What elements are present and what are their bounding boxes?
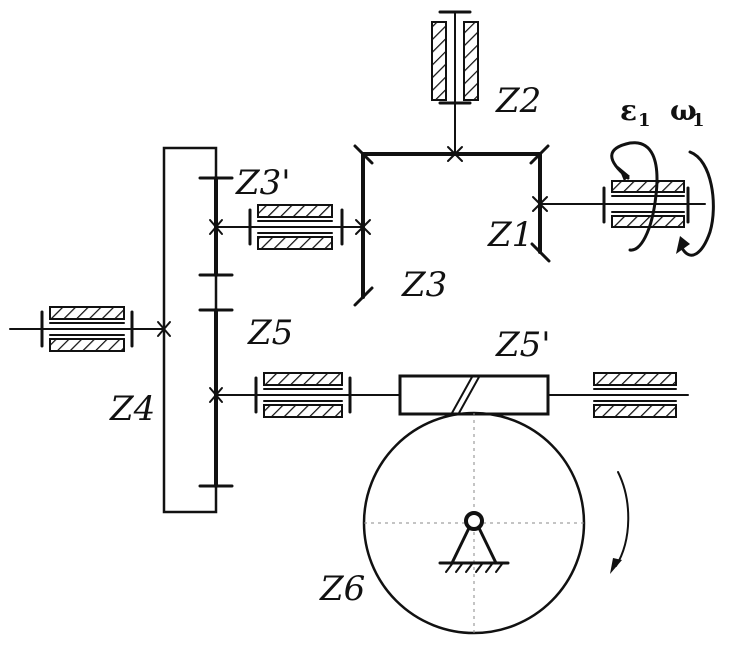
label-epsilon: ε xyxy=(620,94,637,127)
bevel-gear-z2 xyxy=(353,144,550,165)
label-epsilon-sub: 1 xyxy=(638,110,651,131)
label-z2: Z2 xyxy=(495,81,541,121)
label-omega-sub: 1 xyxy=(692,110,705,131)
bevel-gear-z3 xyxy=(353,152,374,307)
bearing-right xyxy=(593,372,677,418)
pivot-support-icon xyxy=(438,511,510,573)
spur-gear-z5 xyxy=(198,308,234,488)
label-z3prime: Z3' xyxy=(235,163,291,203)
label-z6: Z6 xyxy=(319,569,365,609)
worm-wheel-z6 xyxy=(362,411,586,635)
epsilon-arrow-icon xyxy=(610,141,659,252)
spur-gear-z4 xyxy=(162,146,218,514)
bearing-left xyxy=(40,306,134,352)
bearing-z3 xyxy=(248,204,344,250)
bevel-gear-z1 xyxy=(530,152,551,263)
rotation-arrow-icon xyxy=(610,471,630,574)
label-z3: Z3 xyxy=(401,265,447,305)
bearing-top xyxy=(431,10,479,105)
label-z5prime: Z5' xyxy=(495,325,551,365)
worm-z5prime xyxy=(398,374,550,416)
omega-arrow-icon xyxy=(676,150,715,257)
bearing-z5 xyxy=(254,372,352,418)
label-z5: Z5 xyxy=(247,313,293,353)
label-omega: ω xyxy=(670,94,697,127)
label-z1: Z1 xyxy=(487,215,533,255)
label-z4: Z4 xyxy=(109,389,155,429)
